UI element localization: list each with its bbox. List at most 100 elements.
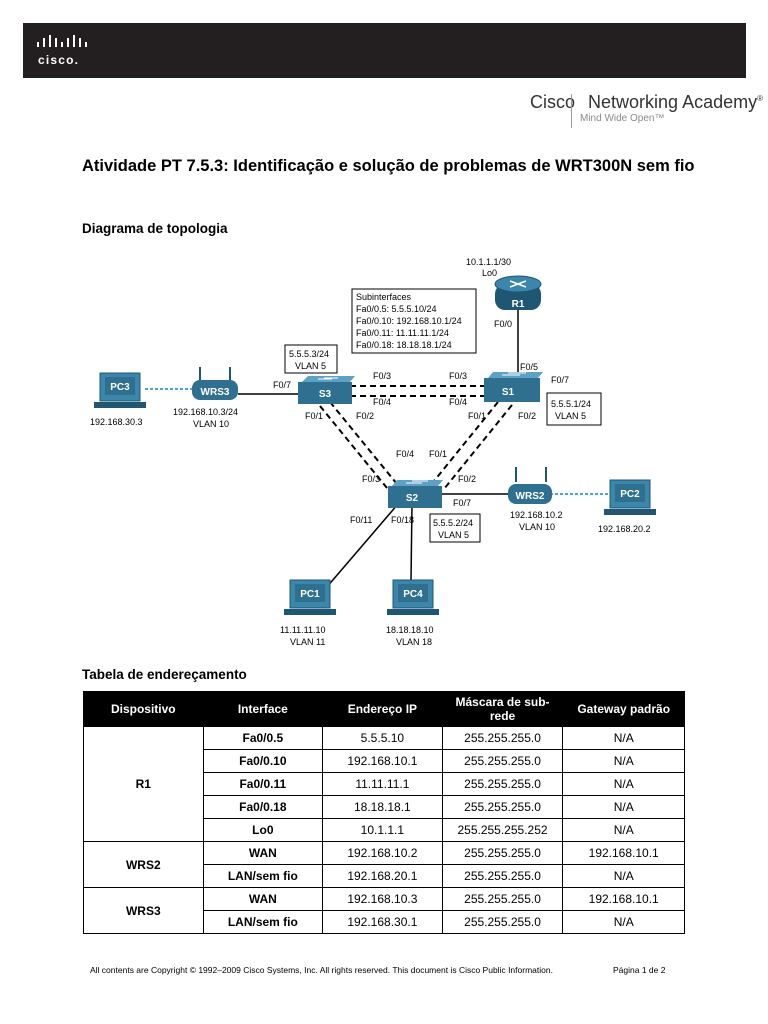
svg-text:PC2: PC2 [620, 489, 640, 500]
pc3-ip: 192.168.30.3 [90, 417, 143, 427]
link-s3-s2-a [329, 401, 398, 485]
svg-text:S2: S2 [406, 493, 419, 504]
link-s2-pc1 [325, 503, 399, 589]
topology-diagram: R1 10.1.1.1/30 Lo0 Subinterfaces Fa0/0.5… [90, 257, 656, 647]
pc3: PC3 [94, 372, 146, 408]
svg-text:F0/5: F0/5 [520, 362, 538, 372]
col-header-gateway: Gateway padrão [562, 691, 685, 727]
s1-mgmt-box: 5.5.5.1/24 VLAN 5 [546, 392, 602, 426]
svg-text:F0/1: F0/1 [305, 411, 323, 421]
svg-text:5.5.5.2/24: 5.5.5.2/24 [433, 518, 473, 528]
s3-mgmt-box: 5.5.5.3/24 VLAN 5 [284, 344, 338, 374]
table-row: WRS2 WAN 192.168.10.2 255.255.255.0 192.… [83, 841, 685, 888]
switch-arrows-icon [318, 377, 338, 380]
svg-text:F0/2: F0/2 [518, 411, 536, 421]
svg-text:WRS3: WRS3 [201, 387, 230, 398]
link-s1-s2-b [443, 404, 513, 490]
svg-text:WRS2: WRS2 [516, 491, 545, 502]
document-title: Atividade PT 7.5.3: Identificação e solu… [82, 157, 695, 175]
academy-separator [571, 94, 572, 128]
pc1: PC1 [284, 579, 336, 615]
links [145, 297, 608, 589]
link-s2-pc4 [410, 503, 413, 581]
switch-arrows-icon [502, 372, 526, 376]
wrs2-vlan: VLAN 10 [519, 522, 555, 532]
svg-text:PC3: PC3 [110, 382, 130, 393]
switch-s1: S1 [484, 372, 543, 402]
svg-text:F0/4: F0/4 [449, 397, 467, 407]
footer-copyright: All contents are Copyright © 1992–2009 C… [90, 965, 553, 975]
addressing-heading: Tabela de endereçamento [82, 667, 247, 682]
switch-s3: S3 [298, 376, 355, 404]
svg-text:S1: S1 [502, 387, 515, 398]
pc4-vlan: VLAN 18 [396, 637, 432, 647]
table-row: Fa0/0.11 11.11.11.1 255.255.255.0 N/A [84, 772, 685, 796]
wrs3-vlan: VLAN 10 [193, 419, 229, 429]
svg-text:F0/0: F0/0 [494, 319, 512, 329]
col-header-ip: Endereço IP [322, 691, 443, 727]
cisco-bars-icon [37, 35, 87, 47]
academy-name: Cisco Networking Academy® [530, 92, 764, 112]
switch-arrows-icon [406, 480, 428, 484]
svg-text:F0/3: F0/3 [449, 371, 467, 381]
device-cell: WRS2 [83, 841, 204, 888]
svg-text:F0/18: F0/18 [391, 515, 414, 525]
table-row: R1 Fa0/0.5 5.5.5.10 255.255.255.0 N/A [83, 726, 685, 842]
svg-text:F0/4: F0/4 [373, 397, 391, 407]
cisco-wordmark: cisco. [38, 53, 80, 67]
wireless-router-wrs2: WRS2 [508, 467, 552, 504]
r1-label: R1 [512, 299, 525, 310]
pc1-vlan: VLAN 11 [290, 637, 325, 647]
pc2-ip: 192.168.20.2 [598, 524, 651, 534]
svg-text:F0/7: F0/7 [551, 375, 569, 385]
link-s1-s2-a [429, 401, 499, 487]
table-row: Lo0 10.1.1.1 255.255.255.252 N/A [84, 818, 685, 842]
pc1-ip: 11.11.11.10 [280, 625, 326, 635]
svg-text:5.5.5.3/24: 5.5.5.3/24 [289, 349, 329, 359]
svg-text:VLAN 5: VLAN 5 [295, 361, 326, 371]
pc4: PC4 [387, 579, 439, 615]
table-row: LAN/sem fio 192.168.30.1 255.255.255.0 N… [84, 910, 685, 934]
svg-text:F0/4: F0/4 [396, 449, 414, 459]
svg-text:PC4: PC4 [403, 589, 423, 600]
svg-text:Fa0/0.10: 192.168.10.1/24: Fa0/0.10: 192.168.10.1/24 [356, 316, 462, 326]
subinterfaces-box: Subinterfaces Fa0/0.5: 5.5.5.10/24 Fa0/0… [351, 288, 477, 354]
addressing-table: Dispositivo Interface Endereço IP Máscar… [83, 691, 685, 934]
svg-text:F0/7: F0/7 [453, 498, 471, 508]
svg-text:Fa0/0.5: 5.5.5.10/24: Fa0/0.5: 5.5.5.10/24 [356, 304, 437, 314]
svg-text:Fa0/0.11: 11.11.11.1/24: Fa0/0.11: 11.11.11.1/24 [356, 328, 449, 338]
svg-text:F0/7: F0/7 [273, 380, 291, 390]
link-s3-s2-b [319, 405, 388, 489]
pc2: PC2 [604, 479, 656, 515]
r1-lo0-ip: 10.1.1.1/30 [466, 257, 511, 267]
svg-text:F0/3: F0/3 [362, 474, 380, 484]
r1-lo0-name: Lo0 [482, 268, 497, 278]
svg-text:PC1: PC1 [300, 589, 320, 600]
svg-text:VLAN 5: VLAN 5 [438, 530, 469, 540]
svg-text:S3: S3 [319, 389, 332, 400]
col-header-device: Dispositivo [83, 691, 204, 727]
svg-text:F0/2: F0/2 [356, 411, 374, 421]
svg-text:VLAN 5: VLAN 5 [555, 411, 586, 421]
svg-text:F0/11: F0/11 [350, 515, 372, 525]
col-header-interface: Interface [202, 691, 324, 727]
table-row: WRS3 WAN 192.168.10.3 255.255.255.0 192.… [83, 887, 685, 934]
svg-text:F0/1: F0/1 [429, 449, 447, 459]
port-labels: F0/0 F0/5 F0/7 F0/3 F0/4 F0/1 F0/2 F0/7 … [273, 319, 569, 525]
router-r1: R1 [494, 275, 542, 310]
footer-page-number: Página 1 de 2 [613, 965, 666, 975]
s2-mgmt-box: 5.5.5.2/24 VLAN 5 [429, 513, 481, 543]
switch-s2: S2 [388, 480, 443, 508]
cisco-logo: cisco. [37, 35, 107, 69]
table-header-row: Dispositivo Interface Endereço IP Máscar… [83, 691, 685, 727]
table-row: LAN/sem fio 192.168.20.1 255.255.255.0 N… [84, 864, 685, 888]
svg-text:Subinterfaces: Subinterfaces [356, 292, 412, 302]
wrs2-ip: 192.168.10.2 [510, 510, 563, 520]
svg-text:5.5.5.1/24: 5.5.5.1/24 [551, 399, 591, 409]
col-header-mask: Máscara de sub-rede [441, 691, 564, 727]
device-cell: WRS3 [83, 887, 204, 934]
svg-text:Fa0/0.18: 18.18.18.1/24: Fa0/0.18: 18.18.18.1/24 [356, 340, 452, 350]
svg-text:F0/2: F0/2 [458, 474, 476, 484]
table-row: Fa0/0.18 18.18.18.1 255.255.255.0 N/A [84, 795, 685, 819]
networking-academy-logo: Cisco Networking Academy® Mind Wide Open… [530, 92, 763, 132]
